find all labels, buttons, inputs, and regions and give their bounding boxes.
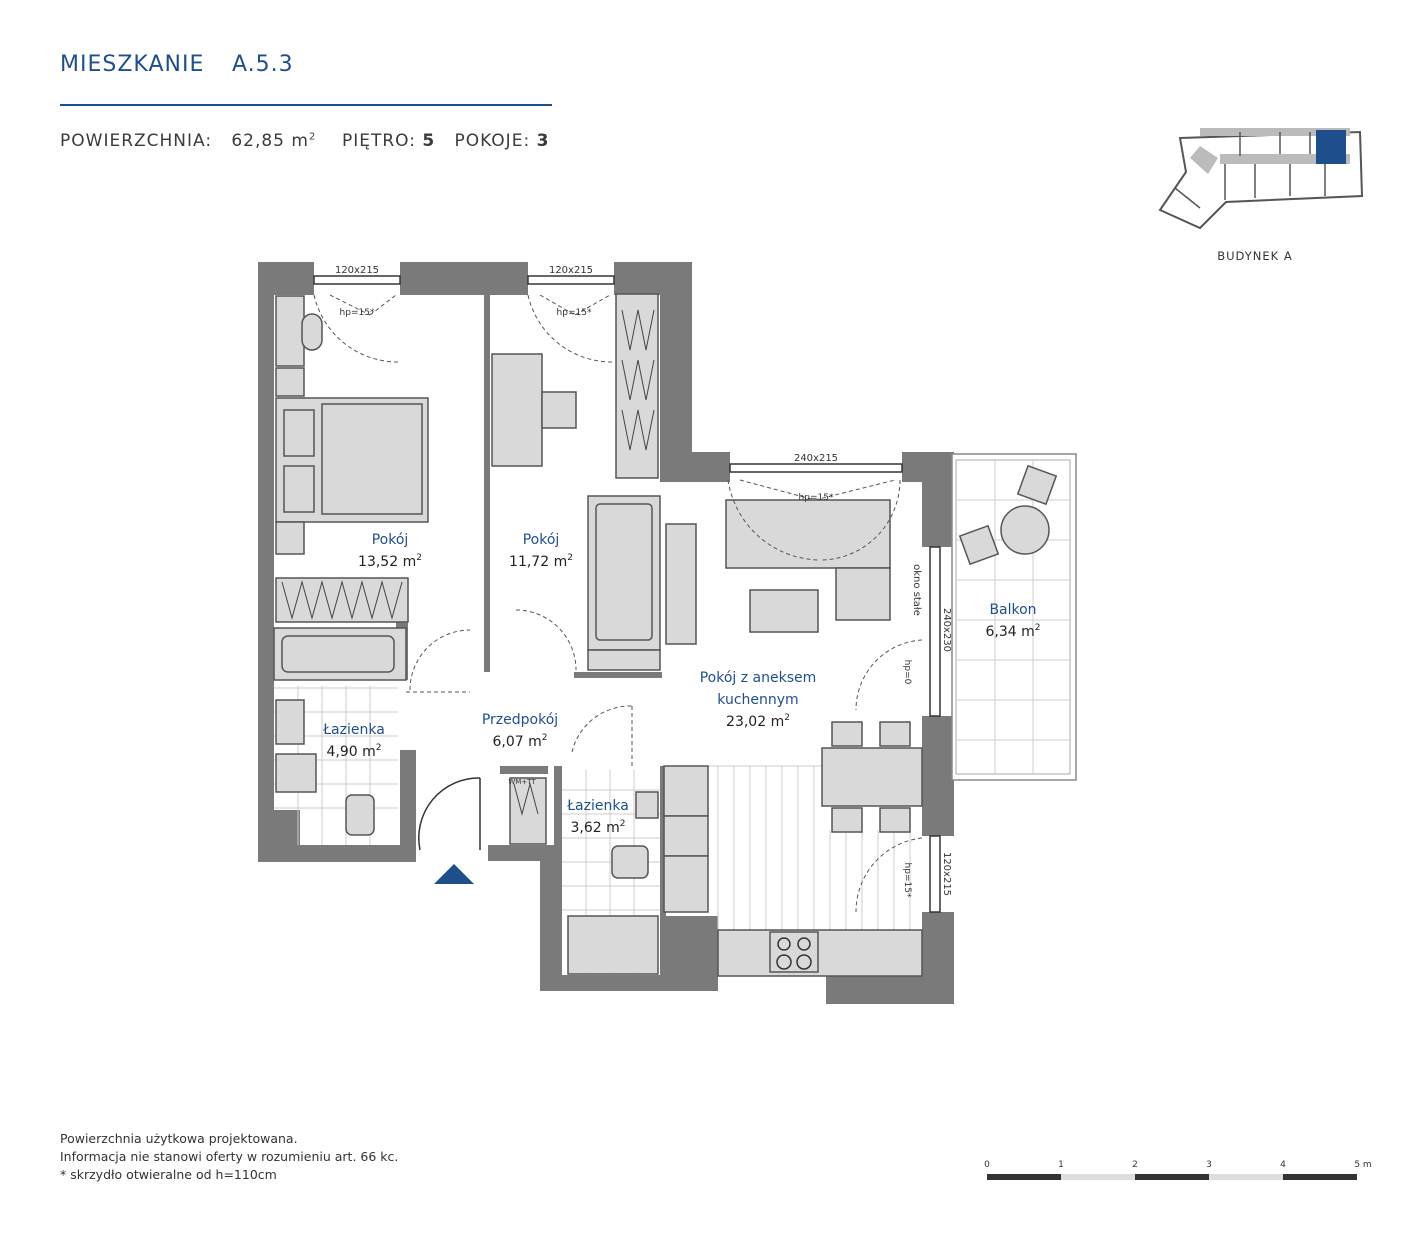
room-name-bathroom1: Łazienka xyxy=(322,722,385,738)
hp-label-5: hp=15* xyxy=(902,863,912,898)
scale-tick-0: 0 xyxy=(984,1160,990,1170)
balcony xyxy=(951,453,1077,781)
apartment-label: MIESZKANIE xyxy=(60,52,205,77)
rooms-value: 3 xyxy=(536,131,550,151)
window-label-1: 120x215 xyxy=(335,265,379,276)
floor-label: PIĘTRO: xyxy=(341,131,416,151)
door-swings xyxy=(313,294,923,913)
room-area-hall: 6,07 m2 xyxy=(493,733,548,750)
window-frames xyxy=(313,275,941,913)
room-area-bedroom1: 13,52 m2 xyxy=(358,553,422,570)
apartment-title: MIESZKANIE A.5.3 xyxy=(60,52,293,77)
entrance-arrow-icon xyxy=(434,864,474,884)
hp-label-2: hp=15* xyxy=(557,308,592,318)
stove-burners xyxy=(776,937,812,970)
room-name-living-2: kuchennym xyxy=(717,692,798,708)
room-name-balcony: Balkon xyxy=(989,602,1036,618)
room-name-hall: Przedpokój xyxy=(482,712,558,728)
building-key-plan: BUDYNEK A xyxy=(1158,128,1364,263)
floor-value: 5 xyxy=(422,131,436,151)
room-name-bathroom2: Łazienka xyxy=(566,798,629,814)
hp-label-3: hp=15* xyxy=(799,493,834,503)
window-label-3: 240x215 xyxy=(794,453,838,464)
area-unit-sup: 2 xyxy=(308,131,317,143)
walls xyxy=(258,262,954,1004)
footer-line-1: Powierzchnia użytkowa projektowana. xyxy=(60,1131,298,1146)
window-label-2: 120x215 xyxy=(549,265,593,276)
room-area-balcony: 6,34 m2 xyxy=(986,623,1041,640)
hp-label-1: hp=15* xyxy=(340,308,375,318)
room-name-living: Pokój z aneksem xyxy=(700,670,817,686)
scale-tick-2: 2 xyxy=(1132,1160,1138,1170)
scale-tick-5: 5 m xyxy=(1354,1160,1371,1170)
apartment-code: A.5.3 xyxy=(232,52,294,77)
fixed-window-label: okno stałe xyxy=(911,564,922,616)
area-label: POWIERZCHNIA: xyxy=(60,131,213,151)
door-leaves xyxy=(418,777,481,851)
room-area-bedroom2: 11,72 m2 xyxy=(509,553,573,570)
room-name-bedroom1: Pokój xyxy=(372,532,409,548)
footer-notes: Powierzchnia użytkowa projektowana. Info… xyxy=(60,1130,398,1184)
header-divider xyxy=(60,104,552,106)
footer-line-3: * skrzydło otwieralne od h=110cm xyxy=(60,1167,277,1182)
area-value: 62,85 m xyxy=(231,131,309,151)
scale-bar: 0 1 2 3 4 5 m xyxy=(984,1160,1372,1180)
window-label-4: 240x230 xyxy=(941,608,952,652)
apartment-meta: POWIERZCHNIA: 62,85 m2 PIĘTRO: 5 POKOJE:… xyxy=(60,131,549,151)
building-label: BUDYNEK A xyxy=(1217,249,1293,263)
room-name-bedroom2: Pokój xyxy=(523,532,560,548)
room-labels: Pokój 13,52 m2 Pokój 11,72 m2 Pokój z an… xyxy=(322,532,1040,836)
window-labels: 120x215 120x215 240x215 240x230 120x215 … xyxy=(335,265,952,898)
footer-line-2: Informacja nie stanowi oferty w rozumien… xyxy=(60,1149,399,1164)
washer-label: WM+TT xyxy=(508,778,536,786)
room-area-bathroom2: 3,62 m2 xyxy=(571,819,626,836)
hp-label-4: hp=0 xyxy=(902,660,912,685)
scale-tick-3: 3 xyxy=(1206,1160,1212,1170)
wardrobe-hatching xyxy=(281,309,655,816)
rooms-label: POKOJE: xyxy=(454,131,531,151)
window-label-5: 120x215 xyxy=(941,852,952,896)
furniture xyxy=(273,293,923,977)
scale-tick-1: 1 xyxy=(1058,1160,1064,1170)
scale-tick-4: 4 xyxy=(1280,1160,1286,1170)
room-area-bathroom1: 4,90 m2 xyxy=(327,743,382,760)
apartment-highlight xyxy=(1316,130,1346,164)
room-area-living: 23,02 m2 xyxy=(726,713,790,730)
